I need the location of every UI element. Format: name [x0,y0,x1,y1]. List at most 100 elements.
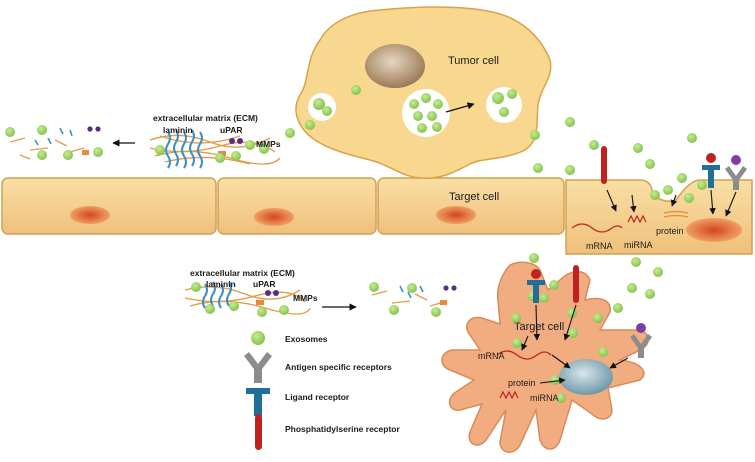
exosome [432,122,442,132]
mmps-top-label: MMPs [256,139,281,149]
target-cell-bottom: Target cell [441,261,649,453]
exosome [421,93,431,103]
legend-ps-swatch [255,414,262,450]
mrna-top-label: mRNA [586,241,613,251]
legend-ligand-text: Ligand receptor [285,392,350,402]
nucleus-3 [436,206,476,224]
exosome [697,180,707,190]
nucleus-2 [254,208,294,226]
exosome [305,120,315,130]
legend-ligand-swatch [246,388,270,416]
laminin-bottom-label: laminin [206,279,236,289]
epithelial-cell-3 [377,177,565,235]
exosome [322,106,332,116]
exosome [598,347,608,357]
exosome [677,173,687,183]
protein-top-label: protein [656,226,684,236]
cell-row [1,177,753,255]
phosphatidylserine-receptor-bottom [573,265,579,303]
protein-bottom-label: protein [508,378,536,388]
exosome [433,99,443,109]
tumor-cell-label: Tumor cell [448,55,499,67]
epithelial-cell-1 [1,177,217,235]
exosome [627,283,637,293]
exosome [645,289,655,299]
antigen-receptor-top [725,166,747,190]
exosome [351,85,361,95]
exosome [507,89,517,99]
nucleus-1 [70,206,110,224]
exosome [409,99,419,109]
legend-ps-label: Phosphatidylserine receptor [285,424,400,434]
ecm-top-degraded [5,125,103,160]
exosome [565,117,575,127]
mrna-strand-bottom [496,350,552,360]
ecm-bottom: extracellular matrix (ECM) laminin uPAR … [184,268,357,317]
exosome [417,123,427,133]
exosome [613,303,623,313]
ecm-bottom-title: extracellular matrix (ECM) [190,268,295,278]
legend-antigen-label: Antigen specific receptors [285,362,392,372]
ecm-top: extracellular matrix (ECM) laminin uPAR … [112,113,281,169]
legend-exosome-swatch [251,331,265,345]
exosome [511,313,521,323]
exosome [650,190,660,200]
exosome [645,159,655,169]
exosome [529,253,539,263]
exosome [589,140,599,150]
tumor-nucleus [365,44,425,88]
exosome [568,328,578,338]
cargo-top: mRNA miRNA protein [571,189,737,251]
legend: Exosomes Antigen specific receptors Phos… [244,331,400,450]
exosome [550,375,560,385]
cargo-bottom: mRNA protein miRNA [478,304,629,403]
exosome [549,280,559,290]
antigen-receptor-bottom [630,334,652,358]
mirna-strand-top [627,214,647,224]
mirna-bottom-label: miRNA [530,393,559,403]
upar-top-label: uPAR [220,125,243,135]
exosome [530,130,540,140]
mmps-bottom-label: MMPs [293,293,318,303]
exosome [565,165,575,175]
receptors-top [601,146,747,190]
mrna-strand-top [571,223,623,233]
exosome [313,98,325,110]
receptors-bottom [527,265,652,358]
exosome [653,267,663,277]
target-cell-bottom-label: Target cell [514,321,564,333]
ecm-bottom-degraded [369,282,457,317]
exosome [533,163,543,173]
protein-strand-top [663,210,689,218]
laminin-top-label: laminin [163,125,193,135]
exosome [539,293,549,303]
epithelial-cell-2 [217,177,377,235]
ecm-top-title: extracellular matrix (ECM) [153,113,258,123]
exosome [285,128,295,138]
mirna-top-label: miRNA [624,240,653,250]
mirna-strand-bottom [499,390,519,400]
exosome-cluster [285,85,707,403]
exosome [492,92,504,104]
exosome [633,143,643,153]
legend-exosomes-label: Exosomes [285,334,328,344]
exosome [427,111,437,121]
secretion-arrow [445,102,475,113]
exosome [556,393,566,403]
legend-antigen-swatch [244,352,272,383]
exosome [512,338,522,348]
exosome [663,185,673,195]
exosome [684,193,694,203]
exosome [593,313,603,323]
ligand-receptor-bottom [527,280,545,303]
target-cell-top-label: Target cell [449,191,499,203]
ligand-receptor-top [702,165,720,188]
nucleus-4 [686,218,742,242]
upar-bottom-label: uPAR [253,279,276,289]
mrna-bottom-label: mRNA [478,351,505,361]
exosome [499,107,509,117]
target-nucleus-blue [559,359,613,395]
exosome [413,111,423,121]
